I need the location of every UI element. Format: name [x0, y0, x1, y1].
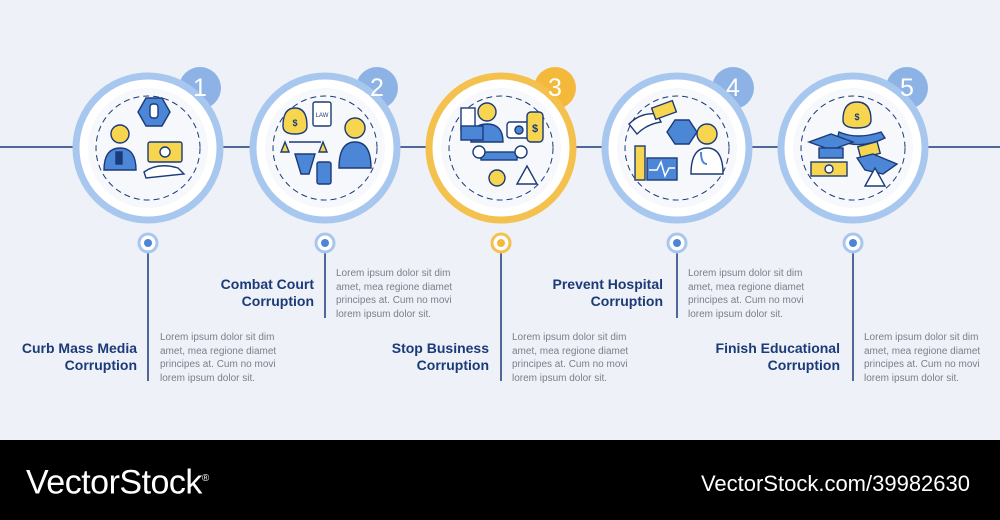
hand-with-phone — [316, 161, 332, 185]
gavel-block — [294, 153, 316, 175]
heart-monitor — [646, 157, 678, 181]
step-1-number: 1 — [193, 74, 207, 102]
warning-triangle — [515, 164, 539, 185]
coin — [488, 169, 506, 187]
law-book — [312, 101, 332, 127]
step-5-description: Lorem ipsum dolor sit dim amet, mea regi… — [864, 332, 981, 384]
infographic-art: $ LAW $ $ — [0, 67, 1000, 381]
reporter-head — [110, 124, 130, 144]
scale-pan-right — [317, 140, 329, 153]
money-bag — [842, 101, 872, 129]
step-2-title: Combat Court Corruption — [220, 276, 314, 309]
meeting-table — [480, 151, 518, 161]
education-corruption-icon: $ — [806, 101, 899, 187]
step-4-description: Lorem ipsum dolor sit dim amet, mea regi… — [688, 268, 805, 320]
step-2-description: Lorem ipsum dolor sit dim amet, mea regi… — [336, 268, 453, 320]
hand-with-cash — [628, 113, 663, 136]
step-1-dashed-ring — [95, 95, 201, 201]
eye-icon — [514, 125, 524, 135]
doctor-coat — [690, 147, 724, 175]
step-1-description: Lorem ipsum dolor sit dim amet, mea regi… — [160, 332, 277, 384]
stop-hand-sign — [666, 119, 698, 145]
judge-body — [338, 141, 372, 169]
microphone — [115, 151, 123, 165]
brand-name: VectorStock — [26, 463, 202, 502]
step-3-title: Stop Business Corruption — [391, 340, 489, 373]
hand-shape — [149, 103, 159, 119]
step-5-dashed-ring — [800, 95, 906, 201]
cash-note — [650, 99, 678, 121]
banknote-coin — [159, 146, 171, 158]
step-5-node: $ — [777, 67, 929, 381]
step-3-number: 3 — [548, 74, 562, 102]
step-5-inner — [793, 88, 913, 208]
business-corruption-icon: $ — [460, 102, 544, 187]
businessman-head — [477, 102, 497, 122]
infographic-canvas: $ LAW $ $ Curb Mass Media Corruption Lorem … — [0, 67, 1000, 384]
hand-receiving — [143, 165, 186, 179]
step-4-title: Prevent Hospital Corruption — [552, 276, 663, 309]
judge-head — [344, 117, 366, 139]
scale-pan-left — [279, 140, 291, 153]
step-2-node: $ LAW — [249, 67, 401, 318]
briefcase — [460, 125, 484, 141]
step-3-node: $ — [425, 67, 577, 381]
court-corruption-icon: $ LAW — [279, 101, 372, 185]
step-3-dashed-ring — [448, 95, 554, 201]
brand-logo: VectorStock® — [26, 456, 209, 505]
step-1-dot — [144, 239, 152, 247]
step-5-number: 5 — [900, 74, 914, 102]
step-5-dot — [849, 239, 857, 247]
chart-bar — [634, 145, 646, 181]
hospital-corruption-icon — [628, 99, 724, 181]
step-4-dashed-ring — [624, 95, 730, 201]
banknote-coin — [824, 164, 834, 174]
warning-triangle — [863, 166, 887, 187]
handshake — [855, 153, 899, 175]
step-4-node — [601, 67, 754, 318]
cap-base — [818, 147, 844, 159]
step-5-title: Finish Educational Corruption — [715, 340, 840, 373]
step-2-number: 2 — [370, 74, 384, 102]
heartbeat-line — [649, 159, 675, 179]
step-2-dot — [321, 239, 329, 247]
footer-bar — [0, 440, 1000, 520]
person-right-head — [514, 145, 528, 159]
money-jar — [526, 111, 544, 143]
step-1-title: Curb Mass Media Corruption — [21, 340, 137, 373]
step-3-description: Lorem ipsum dolor sit dim amet, mea regi… — [512, 332, 629, 384]
step-1-node — [72, 67, 224, 381]
image-credit: VectorStock.com/39982630 — [700, 471, 970, 496]
money-bag — [282, 107, 308, 135]
money-bag-symbol: $ — [854, 112, 859, 122]
money-jar-symbol: $ — [532, 123, 538, 135]
step-4-number: 4 — [726, 74, 740, 102]
person-left-head — [472, 145, 486, 159]
stethoscope — [700, 151, 708, 165]
money-bag-symbol: $ — [292, 118, 297, 128]
step-2-dashed-ring — [272, 95, 378, 201]
doctor-head — [696, 123, 718, 145]
step-3-dot — [497, 239, 505, 247]
registered-mark: ® — [201, 473, 209, 484]
mass-media-corruption-icon — [103, 97, 186, 179]
step-4-dot — [673, 239, 681, 247]
law-book-label: LAW — [316, 113, 329, 119]
